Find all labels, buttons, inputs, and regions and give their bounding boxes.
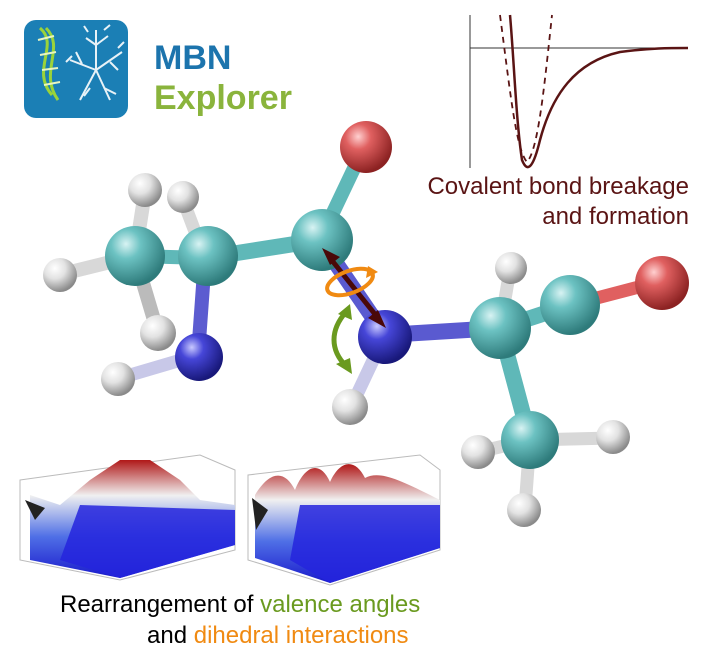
surface-plot-dihedral: [247, 454, 441, 586]
logo-fractal-icon: [24, 20, 128, 118]
morse-curve: [508, 14, 689, 169]
potential-energy-plot: [469, 14, 689, 169]
logo-line1: MBN: [154, 39, 232, 77]
bottom-caption-row1: Rearrangement of valence angles: [60, 590, 420, 620]
carbon-atom: [291, 209, 353, 271]
hydrogen-atom: [140, 315, 176, 351]
caption-part3: and: [147, 622, 194, 649]
double-arrow-icon: [322, 248, 386, 328]
bond-caption: Covalent bond breakage and formation: [427, 172, 689, 232]
hydrogen-atom: [332, 389, 368, 425]
carbon-atom: [178, 226, 238, 286]
caption-valence: valence angles: [260, 591, 421, 618]
bend-arrow-icon: [331, 304, 352, 374]
carbon-atom: [105, 226, 165, 286]
hydrogen-atom: [596, 420, 630, 454]
caption-dihedral: dihedral interactions: [193, 622, 409, 649]
bottom-caption-row2: and dihedral interactions: [147, 621, 409, 651]
oxygen-atom: [340, 121, 392, 173]
bond-caption-line2: and formation: [542, 203, 689, 230]
logo-line2: Explorer: [154, 79, 292, 117]
hydrogen-atom: [507, 493, 541, 527]
carbon-atom: [540, 275, 600, 335]
carbon-atom: [501, 411, 559, 469]
atoms: [43, 121, 689, 527]
hydrogen-atom: [101, 362, 135, 396]
hydrogen-atom: [167, 181, 199, 213]
carbon-atom: [469, 297, 531, 359]
hydrogen-atom: [43, 258, 77, 292]
nitrogen-atom: [358, 310, 412, 364]
oxygen-atom: [635, 256, 689, 310]
caption-part1: Rearrangement of: [60, 591, 261, 618]
nitrogen-atom: [175, 333, 223, 381]
rotation-arrow-icon: [325, 266, 378, 298]
surface-plot-valence: [19, 454, 236, 581]
hydrogen-atom: [495, 252, 527, 284]
hydrogen-atom: [128, 173, 162, 207]
logo-wordmark: MBN Explorer: [154, 38, 292, 118]
hydrogen-atom: [461, 435, 495, 469]
harmonic-curve: [499, 14, 553, 164]
bond-caption-line1: Covalent bond breakage: [427, 173, 689, 200]
